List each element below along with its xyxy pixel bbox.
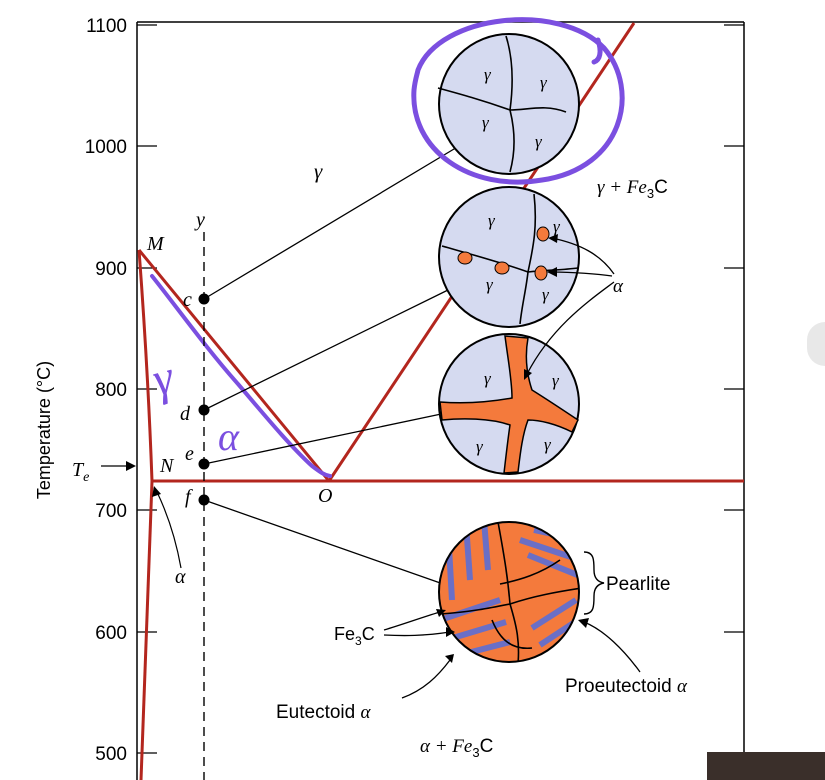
svg-text:γ: γ: [540, 73, 548, 92]
label-f: f: [185, 486, 193, 508]
label-N: N: [159, 455, 175, 477]
tick-label-700: 700: [95, 501, 127, 522]
pearlite-brace: [583, 551, 605, 615]
annotation-circle: [411, 17, 625, 185]
region-alpha-fe3c: α + Fe3C: [420, 736, 493, 760]
plot-frame: [136, 21, 745, 780]
svg-text:γ: γ: [544, 435, 552, 454]
y-axis-tick-labels: 1100 1000 900 800 700 600 500: [85, 16, 127, 765]
te-arrow: [101, 461, 136, 471]
label-d: d: [180, 403, 191, 425]
alpha-solvus-lower: [139, 480, 154, 780]
svg-text:γ: γ: [476, 437, 484, 456]
tick-label-1100: 1100: [86, 16, 127, 37]
handwritten-gamma: γ: [147, 350, 180, 406]
annotation-stroke: [150, 274, 332, 478]
connector-lines: [203, 145, 460, 586]
label-M: M: [146, 233, 165, 255]
eutectoid-alpha-label: Eutectoid α: [276, 702, 372, 723]
svg-text:γ: γ: [486, 275, 494, 294]
annotation-tick: [591, 37, 603, 65]
micrograph-nucleation: γ γ γ γ: [438, 186, 580, 328]
alpha-leader: [156, 491, 182, 569]
svg-text:γ: γ: [542, 285, 550, 304]
svg-text:γ: γ: [484, 369, 492, 388]
fe3c-leaders: [383, 611, 451, 637]
svg-text:γ: γ: [484, 65, 492, 84]
point-labels: M N O y c d e f: [146, 209, 332, 508]
label-e: e: [185, 443, 194, 465]
webcam-overlay: [707, 752, 825, 780]
svg-text:γ: γ: [488, 211, 496, 230]
tick-label-600: 600: [95, 623, 127, 644]
tick-label-900: 900: [95, 259, 127, 280]
region-gamma: γ: [314, 159, 323, 183]
svg-text:γ: γ: [553, 217, 561, 236]
te-label: Te: [72, 459, 89, 485]
side-scroll-handle[interactable]: [807, 322, 825, 366]
label-O: O: [318, 485, 332, 507]
svg-text:γ: γ: [482, 113, 490, 132]
fe3c-label: Fe3C: [334, 624, 375, 648]
micrograph-pearlite: [438, 521, 580, 663]
y-axis-label: Temperature (°C): [34, 361, 54, 499]
svg-text:γ: γ: [535, 132, 543, 151]
micrograph-austenite: γ γ γ γ: [437, 33, 580, 175]
region-gamma-fe3c: γ + Fe3C: [597, 177, 668, 201]
handwritten-alpha: α: [218, 414, 240, 459]
proeutectoid-alpha-label: Proeutectoid α: [565, 676, 688, 697]
a3-line: [137, 249, 331, 482]
micro-alpha-label: α: [613, 276, 624, 297]
alpha-solvus: [137, 249, 154, 482]
micrograph-proeutectoid-growth: γ γ γ γ: [438, 333, 580, 475]
region-alpha-left: α: [175, 566, 186, 588]
tick-label-800: 800: [95, 380, 127, 401]
tick-label-500: 500: [95, 744, 127, 765]
pearlite-label: Pearlite: [606, 574, 670, 595]
eutectoid-leader: [401, 659, 451, 699]
proeutectoid-leader: [583, 621, 641, 673]
svg-text:γ: γ: [552, 371, 560, 390]
label-c: c: [183, 289, 192, 311]
alpha-leaders: [526, 237, 615, 375]
label-y: y: [194, 209, 205, 231]
tick-label-1000: 1000: [85, 137, 127, 158]
